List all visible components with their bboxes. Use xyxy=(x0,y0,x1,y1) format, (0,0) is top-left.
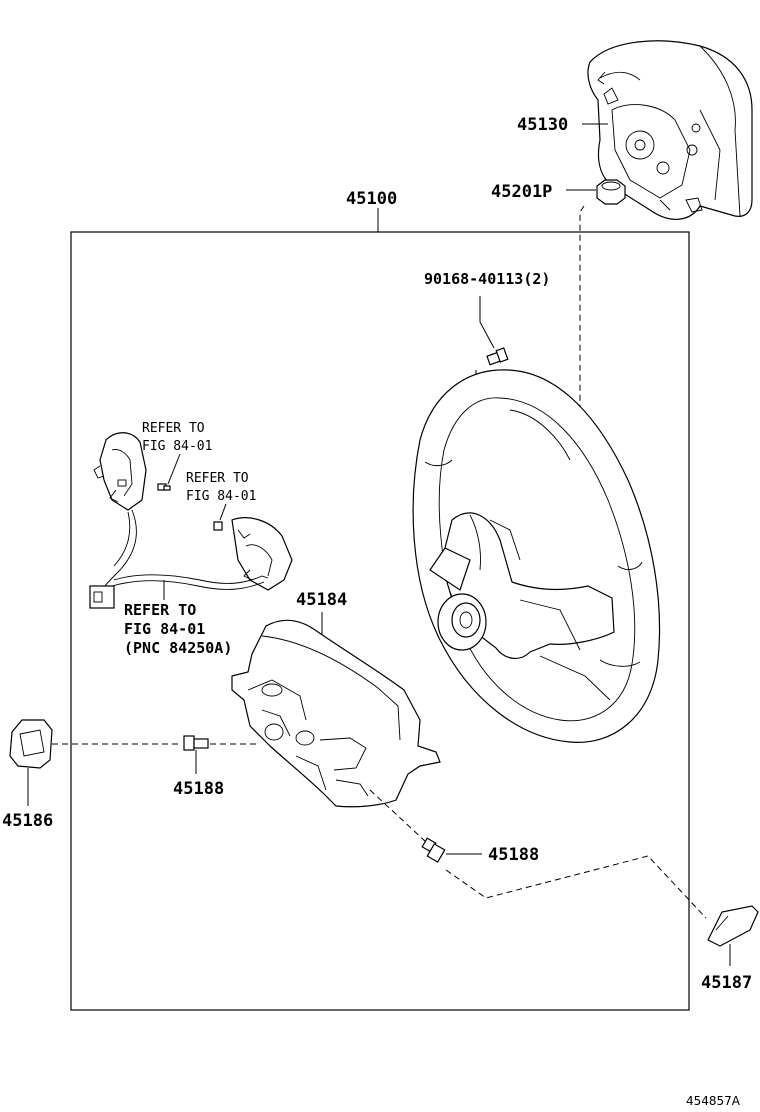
refer-middle-line1: REFER TO xyxy=(186,471,249,486)
switch-right xyxy=(231,517,293,591)
label-45184: 45184 xyxy=(296,590,347,610)
screw-45188-left xyxy=(183,735,209,751)
label-45130: 45130 xyxy=(517,115,568,135)
refer-upper-line1: REFER TO xyxy=(142,421,205,436)
steering-wheel xyxy=(412,369,661,743)
harness-connector xyxy=(89,585,115,609)
small-screw-middle xyxy=(213,521,223,531)
label-45186: 45186 xyxy=(2,811,53,831)
small-screw-upper xyxy=(157,483,171,491)
cover-45186 xyxy=(9,719,53,769)
lower-cover-45184 xyxy=(231,619,441,808)
label-90168-40113: 90168-40113(2) xyxy=(424,270,550,288)
screw-45188-right xyxy=(421,837,446,863)
label-45188-left: 45188 xyxy=(173,779,224,799)
label-45201p: 45201P xyxy=(491,182,552,202)
assembly-frame xyxy=(70,231,690,1011)
dash-45188-right xyxy=(369,789,427,843)
screw-90168 xyxy=(486,347,509,366)
leader-refer-upper xyxy=(167,453,181,485)
dash-nut-to-wheel xyxy=(519,205,585,591)
label-45188-right: 45188 xyxy=(488,845,539,865)
switch-upper-left xyxy=(93,432,147,511)
dash-45187 xyxy=(445,855,707,919)
refer-upper-line2: FIG 84-01 xyxy=(142,439,212,454)
refer-lower-line2: FIG 84-01 xyxy=(124,620,205,638)
leader-90168 xyxy=(479,296,495,349)
leader-refer-middle xyxy=(219,503,227,521)
refer-lower-line1: REFER TO xyxy=(124,601,196,619)
refer-middle-line2: FIG 84-01 xyxy=(186,489,256,504)
cover-45187 xyxy=(707,905,759,947)
switch-harness xyxy=(102,509,269,595)
figure-code: 454857A xyxy=(686,1094,741,1108)
nut-45201p xyxy=(596,179,626,205)
refer-lower-line3: (PNC 84250A) xyxy=(124,639,232,657)
airbag-assembly xyxy=(587,40,753,220)
label-45187: 45187 xyxy=(701,973,752,993)
label-45100: 45100 xyxy=(346,189,397,209)
